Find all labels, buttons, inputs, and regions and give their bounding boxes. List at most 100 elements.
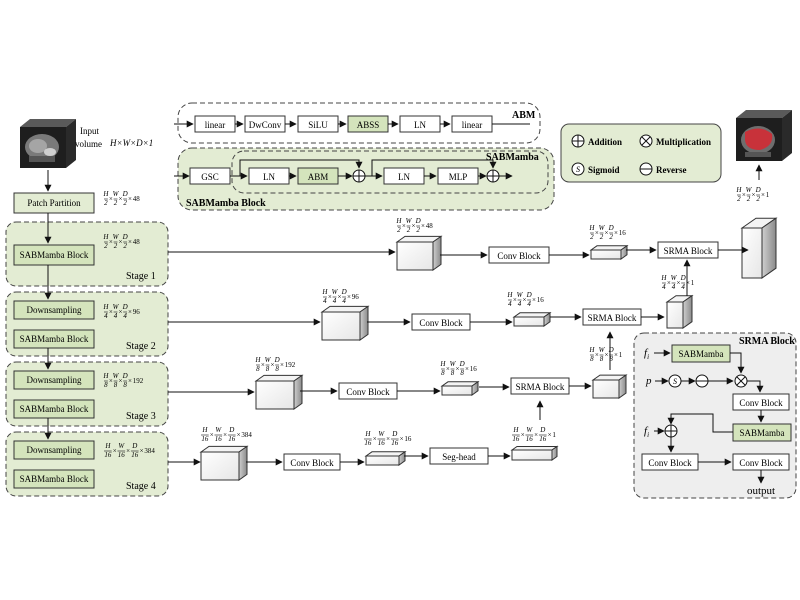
svg-text:×: × [532, 296, 536, 304]
svg-text:D: D [608, 224, 614, 232]
svg-text:×: × [386, 435, 390, 443]
gsc-label: GSC [201, 172, 219, 182]
stage-3-sabmamba-label: SABMamba Block [20, 404, 89, 414]
svg-text:D: D [228, 426, 234, 434]
svg-text:16: 16 [118, 451, 126, 459]
svg-text:H: H [395, 217, 402, 225]
svg-text:W: W [113, 372, 120, 380]
stage-4-downsampling-label: Downsampling [27, 445, 82, 455]
svg-text:×: × [614, 351, 618, 359]
seg-head-label: Seg-head [442, 452, 476, 462]
svg-text:×: × [455, 365, 459, 373]
stage-2-downsampling-label: Downsampling [27, 305, 82, 315]
dim-final: H2×W2×D2×1 [735, 186, 769, 203]
svg-text:H: H [321, 288, 328, 296]
reverse-symbol [639, 162, 653, 176]
svg-text:×: × [667, 279, 671, 287]
svg-text:4: 4 [681, 283, 685, 291]
svg-text:×: × [237, 431, 241, 439]
input-label-1: Input [80, 126, 99, 136]
addition-symbol [571, 134, 585, 148]
svg-text:4: 4 [333, 297, 337, 305]
svg-text:1: 1 [691, 279, 695, 287]
srma-reverse-symbol [695, 374, 709, 388]
svg-text:H: H [201, 426, 208, 434]
svg-text:×: × [373, 435, 377, 443]
legend-panel [560, 123, 722, 183]
svg-text:8: 8 [609, 355, 613, 363]
srma-block-2-label: SRMA Block [588, 313, 637, 323]
svg-text:W: W [113, 303, 120, 311]
svg-text:16: 16 [526, 435, 534, 443]
dim-c3: H8×W8×D8×192 [254, 356, 295, 373]
svg-text:×: × [113, 447, 117, 455]
multiplication-symbol [639, 134, 653, 148]
svg-text:D: D [608, 346, 614, 354]
dim-seg-head-out: H16×W16×D16×1 [512, 426, 556, 443]
svg-text:8: 8 [104, 381, 108, 389]
svg-text:2: 2 [737, 195, 741, 203]
svg-text:H: H [660, 274, 667, 282]
srma-conv-block-1-label: Conv Block [739, 398, 783, 408]
svg-text:16: 16 [364, 439, 372, 447]
stage-4-downsampling-block [13, 440, 95, 460]
sabmamba-title: SABMamba [486, 152, 539, 163]
svg-text:×: × [109, 308, 113, 316]
svg-text:H: H [102, 233, 109, 241]
stage-2-downsampling-block [13, 300, 95, 320]
srma-block-3-label: SRMA Block [516, 382, 565, 392]
svg-text:2: 2 [123, 242, 127, 250]
svg-text:H: H [735, 186, 742, 194]
svg-text:192: 192 [133, 377, 144, 385]
svg-text:16: 16 [391, 439, 399, 447]
svg-text:×: × [128, 195, 132, 203]
dim-c2: H4×W4×D4×96 [321, 288, 359, 305]
svg-text:×: × [595, 229, 599, 237]
svg-text:1: 1 [766, 191, 770, 199]
svg-text:×: × [548, 431, 552, 439]
dim-c4: H16×W16×D16×384 [201, 426, 252, 443]
svg-text:4: 4 [518, 300, 522, 308]
srma-p-label: p [645, 375, 652, 387]
svg-text:16: 16 [537, 296, 545, 304]
svg-text:×: × [676, 279, 680, 287]
svg-text:×: × [118, 377, 122, 385]
stage-4-sabmamba-block [13, 469, 95, 489]
abm-block-label: LN [414, 120, 426, 130]
legend-addition: Addition [588, 137, 622, 147]
stage-4-label: Stage 4 [126, 481, 156, 492]
legend-sigmoid: Sigmoid [588, 165, 620, 175]
svg-text:W: W [378, 430, 385, 438]
svg-text:W: W [526, 426, 533, 434]
svg-text:×: × [400, 435, 404, 443]
dim-f1: H2×W2×D2×16 [588, 224, 626, 241]
svg-text:×: × [109, 238, 113, 246]
svg-text:16: 16 [201, 435, 209, 443]
svg-text:4: 4 [104, 312, 108, 320]
svg-text:16: 16 [228, 435, 236, 443]
svg-text:W: W [450, 360, 457, 368]
srma-multiplication-symbol [734, 374, 748, 388]
svg-text:×: × [411, 222, 415, 230]
abm-block-label: linear [205, 120, 226, 130]
svg-text:16: 16 [404, 435, 412, 443]
svg-text:×: × [128, 238, 132, 246]
svg-text:8: 8 [460, 369, 464, 377]
srma-fi-label-2: fi [644, 425, 649, 439]
sabmamba-block-label: MLP [449, 172, 468, 182]
svg-text:4: 4 [527, 300, 531, 308]
svg-text:H: H [588, 224, 595, 232]
svg-text:×: × [337, 293, 341, 301]
svg-text:8: 8 [451, 369, 455, 377]
svg-text:48: 48 [133, 195, 141, 203]
sabmamba-block-label: LN [398, 172, 410, 182]
svg-text:H: H [104, 442, 111, 450]
svg-text:8: 8 [123, 381, 127, 389]
srma-detail-title: SRMA Block [739, 336, 795, 347]
srma-sabmamba-2-label: SABMamba [740, 428, 785, 438]
patch-partition-block [13, 192, 95, 214]
svg-text:×: × [128, 377, 132, 385]
svg-text:16: 16 [470, 365, 478, 373]
sabmamba-block-label: LN [263, 172, 275, 182]
stage-4-sabmamba-label: SABMamba Block [20, 474, 89, 484]
